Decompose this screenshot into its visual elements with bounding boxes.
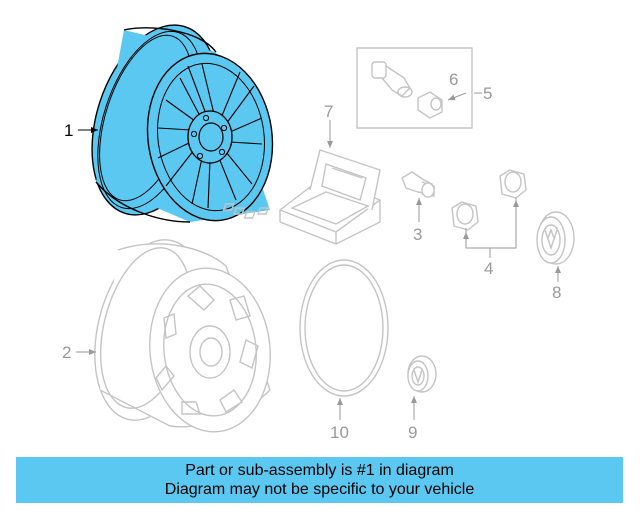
callout-6[interactable]: 6 bbox=[449, 70, 458, 89]
tire-ring-part-10[interactable] bbox=[299, 259, 389, 397]
caption-line-2: Diagram may not be specific to your vehi… bbox=[164, 481, 475, 498]
leader-lines bbox=[76, 92, 561, 420]
callout-5[interactable]: 5 bbox=[483, 84, 492, 103]
callout-9[interactable]: 9 bbox=[408, 423, 417, 442]
valve-kit-part-5-6[interactable] bbox=[356, 47, 473, 129]
parts-diagram: 1 2 3 4 5 6 7 8 9 10 bbox=[62, 9, 575, 442]
callout-2[interactable]: 2 bbox=[62, 343, 71, 362]
callout-3[interactable]: 3 bbox=[413, 225, 422, 244]
wheel-bolt-part-3[interactable] bbox=[401, 171, 435, 198]
center-cap-part-8[interactable] bbox=[536, 211, 575, 265]
callout-1[interactable]: 1 bbox=[64, 121, 73, 140]
alloy-wheel-part-1[interactable] bbox=[70, 9, 284, 231]
wheel-nut-part-4-left[interactable] bbox=[451, 201, 479, 231]
caption-line-1: Part or sub-assembly is #1 in diagram bbox=[185, 462, 454, 479]
wheel-nut-part-4-right[interactable] bbox=[499, 169, 527, 199]
callout-10[interactable]: 10 bbox=[330, 423, 349, 442]
small-center-cap-part-9[interactable] bbox=[407, 355, 437, 393]
steel-wheel-part-2[interactable] bbox=[77, 228, 278, 438]
bolt-kit-case-part-7[interactable] bbox=[222, 149, 381, 245]
callout-4[interactable]: 4 bbox=[484, 259, 493, 278]
caption-banner: Part or sub-assembly is #1 in diagram Di… bbox=[16, 457, 623, 503]
callout-8[interactable]: 8 bbox=[552, 283, 561, 302]
callout-7[interactable]: 7 bbox=[324, 102, 333, 121]
